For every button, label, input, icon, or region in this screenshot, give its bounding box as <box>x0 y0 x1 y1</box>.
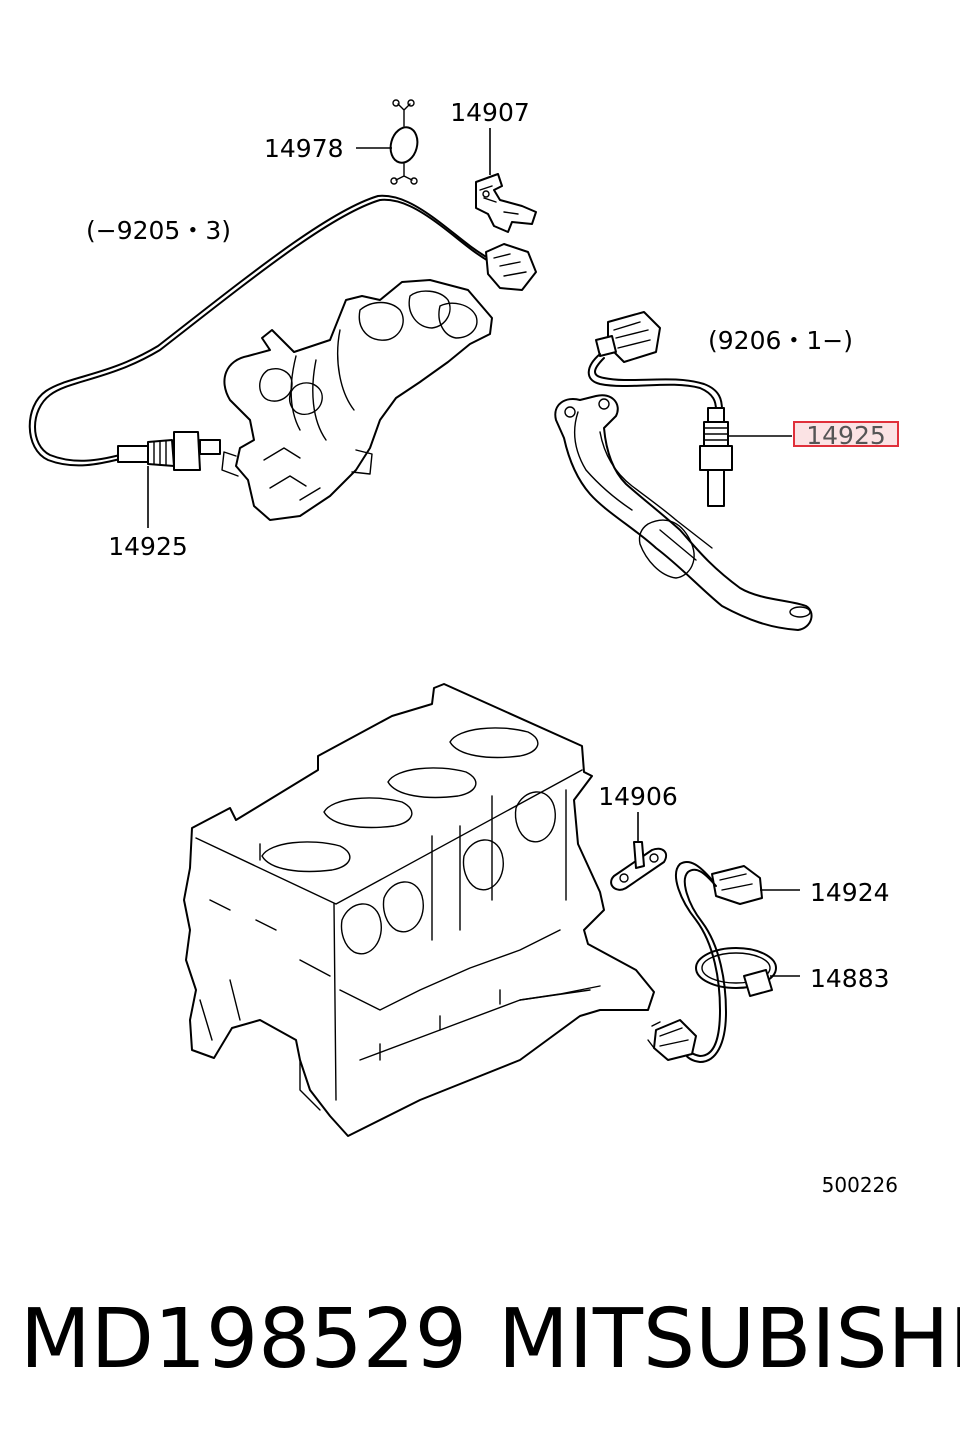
diagram-code: 500226 <box>822 1173 898 1197</box>
callout-14978: 14978 <box>264 134 344 163</box>
footer-caption: MD198529 MITSUBISHI <box>0 1280 960 1400</box>
date-range-late: (9206・1−) <box>708 326 853 355</box>
callout-14907: 14907 <box>450 98 530 127</box>
brand-name: MITSUBISHI <box>498 1292 960 1387</box>
harness-14924 <box>675 861 763 1063</box>
highlight-box[interactable] <box>793 421 899 447</box>
oxygen-sensor-14925-early <box>28 194 537 471</box>
sensor-14907 <box>475 173 537 233</box>
callout-14925: 14925 <box>108 532 188 561</box>
callout-14906: 14906 <box>598 782 678 811</box>
exhaust-manifold <box>221 279 493 521</box>
callout-14925-highlighted[interactable]: 14925 <box>806 421 886 450</box>
clamp-14883 <box>695 947 777 997</box>
engine-block <box>183 683 655 1137</box>
part-number: MD198529 <box>20 1292 467 1387</box>
date-range-early: (−9205・3) <box>86 216 231 245</box>
knock-sensor <box>647 1019 697 1061</box>
callout-14924: 14924 <box>810 878 890 907</box>
gasket-14978 <box>389 99 419 185</box>
front-exhaust-pipe <box>554 394 813 631</box>
bracket-14906 <box>610 841 668 891</box>
oxygen-sensor-14925-late <box>587 311 733 507</box>
callout-14883: 14883 <box>810 964 890 993</box>
